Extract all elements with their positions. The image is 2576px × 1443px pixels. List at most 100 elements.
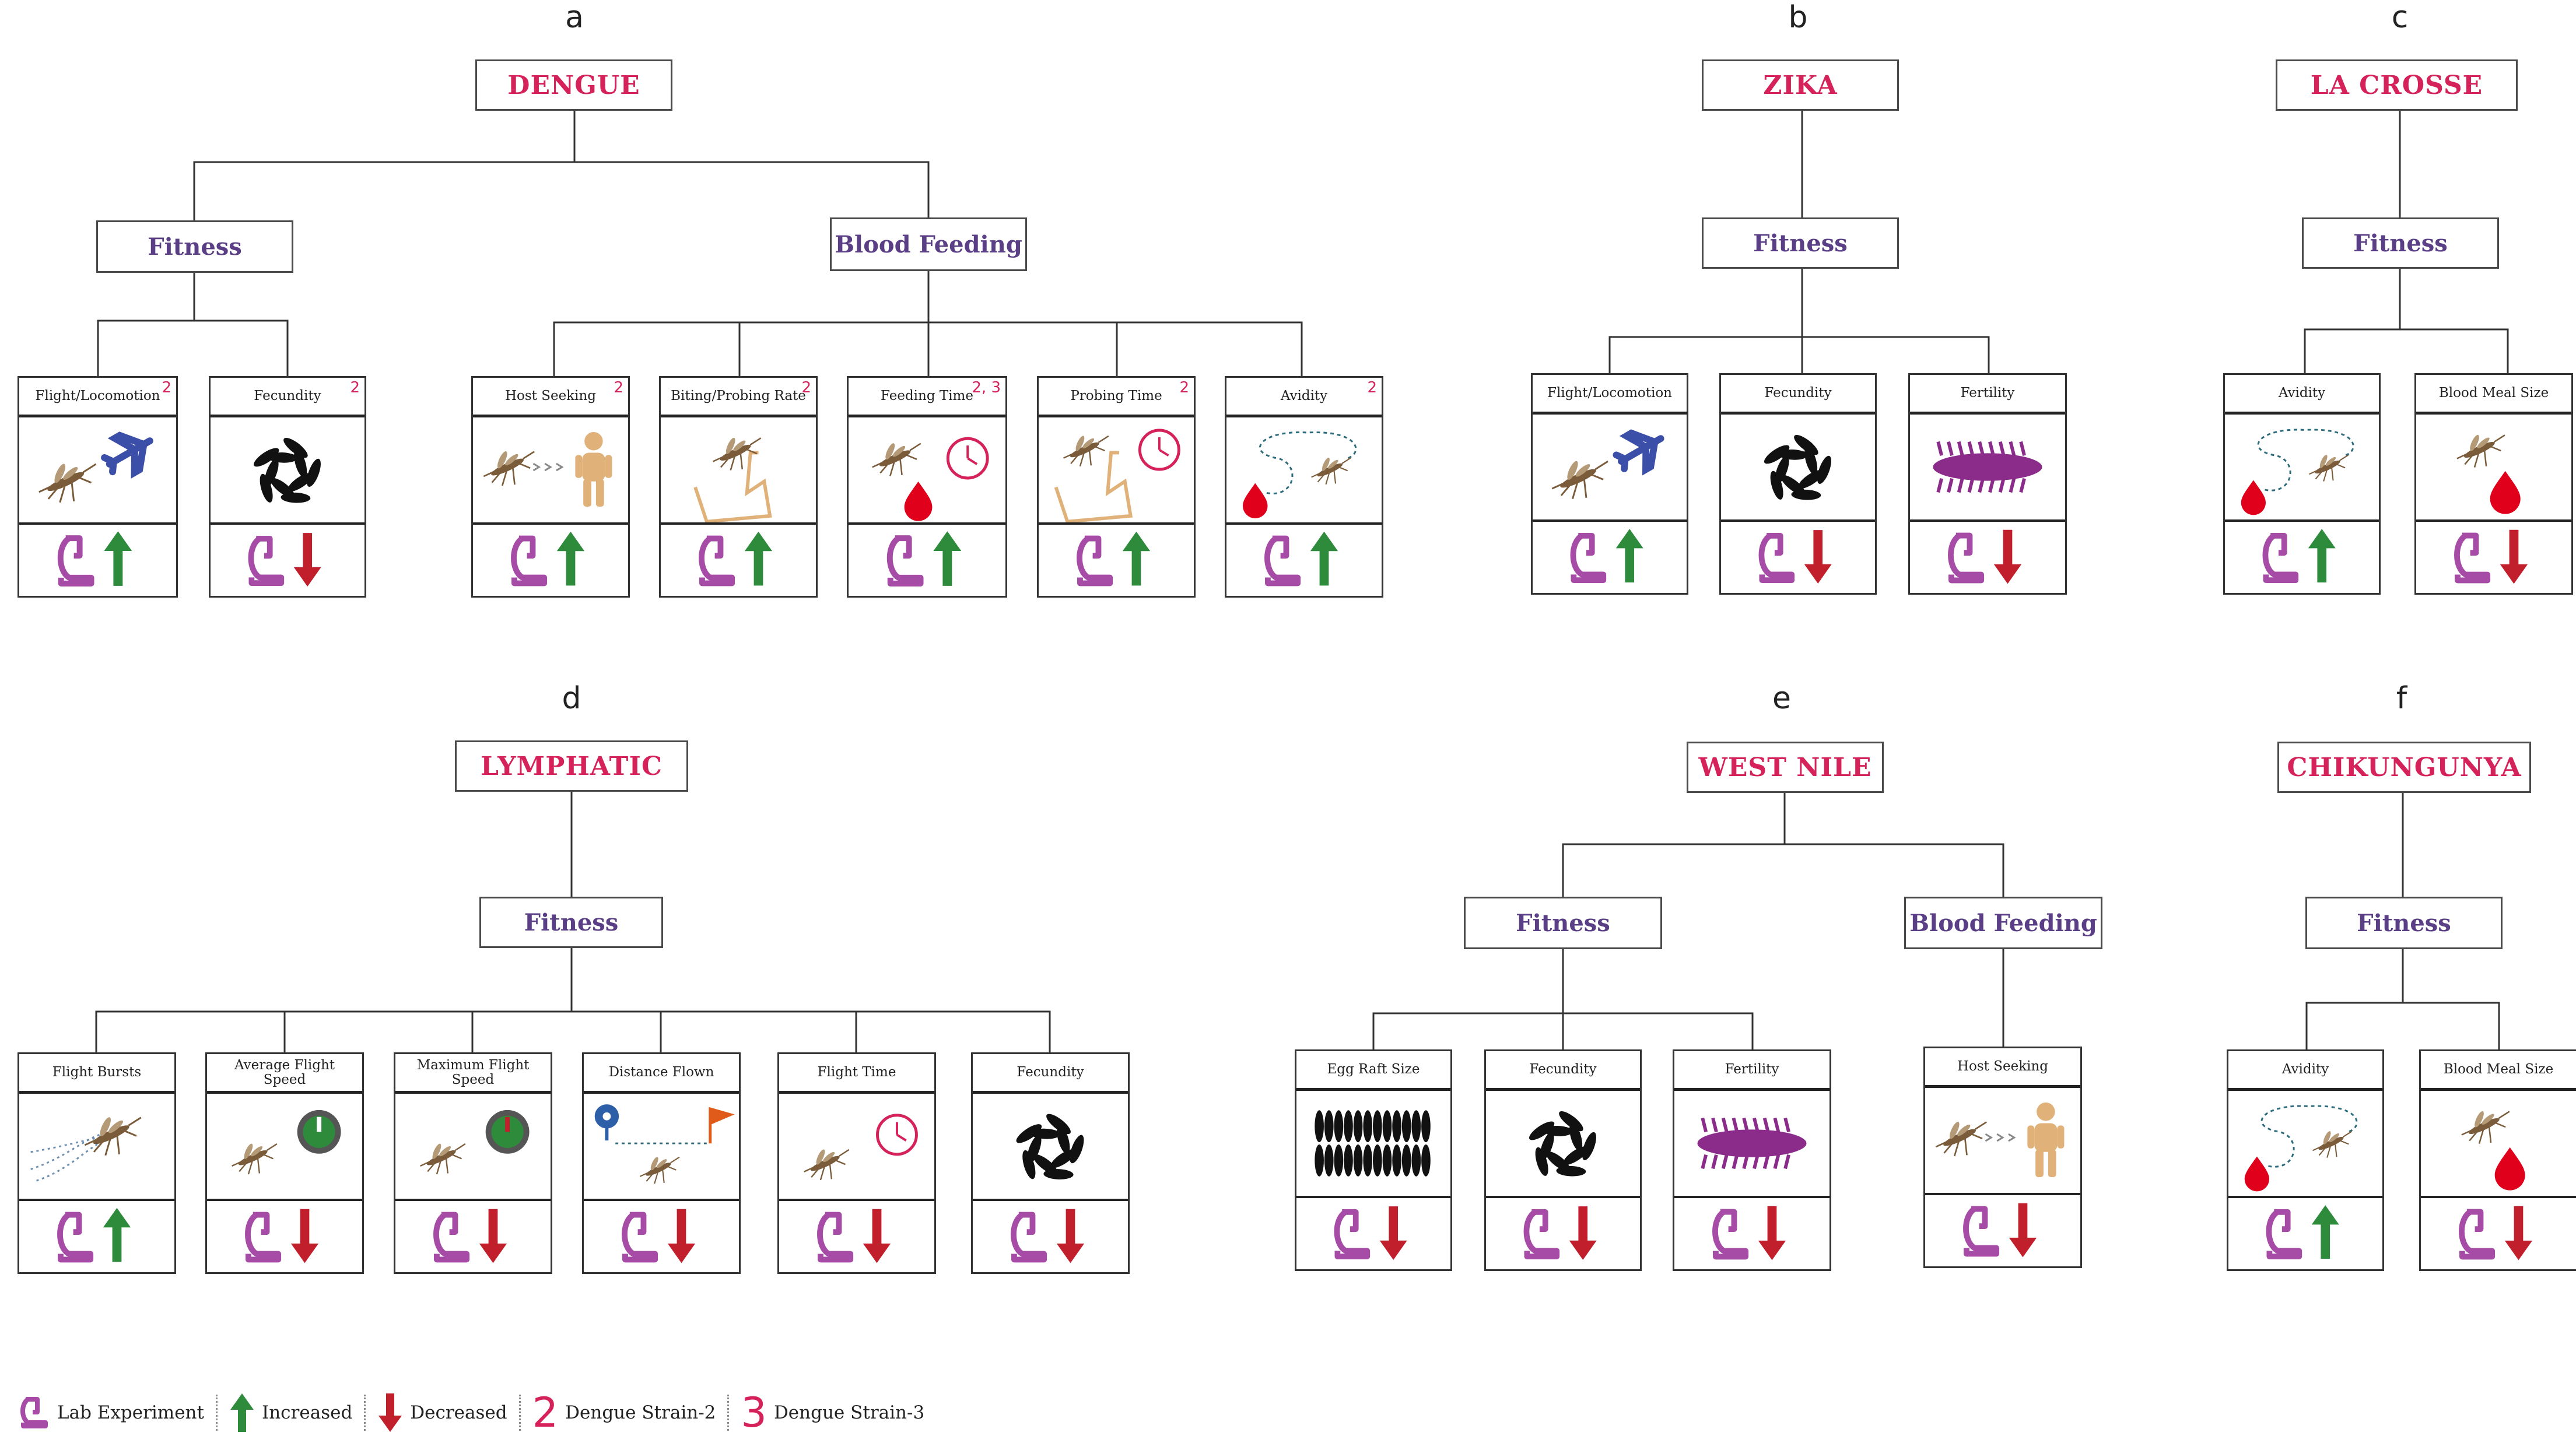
trait-box: Maximum Flight Speed: [394, 1052, 552, 1274]
microscope-icon: [699, 535, 735, 587]
trait-label: Blood Meal Size: [2416, 375, 2571, 415]
trait-illustration: [1486, 1091, 1640, 1198]
legend: Lab Experiment Increased Decreased 2 Den…: [12, 1386, 933, 1439]
trait-label: Distance Flown: [584, 1054, 739, 1094]
trait-illustration: [2421, 1091, 2576, 1198]
strain-superscript: 2, 3: [972, 379, 1001, 396]
microscope-icon: [1758, 532, 1795, 583]
trait-result: [1226, 525, 1382, 596]
category-name: Fitness: [2357, 909, 2451, 937]
category-box: Fitness: [2305, 897, 2503, 949]
result-decreased: [2454, 529, 2528, 584]
microscope-icon: [2459, 1209, 2496, 1260]
result-decreased: [248, 533, 321, 587]
arrow-down-icon: [290, 1209, 319, 1263]
category-box: Blood Feeding: [1904, 897, 2102, 949]
trait-illustration: [1721, 415, 1875, 522]
arrow-down-icon: [863, 1209, 891, 1263]
strain-superscript: 2: [1367, 379, 1377, 396]
legend-decreased-label: Decreased: [410, 1402, 507, 1423]
trait-illustration: [207, 1094, 362, 1201]
category-box: Fitness: [1702, 217, 1899, 269]
arrow-down-icon: [1056, 1209, 1085, 1263]
larva-icon: [1697, 1117, 1807, 1170]
result-increased: [2262, 529, 2336, 583]
panel-letter: c: [2391, 0, 2409, 35]
eggs-icon: [1529, 1111, 1596, 1177]
trait-box: Fertility: [1673, 1049, 1831, 1271]
trait-illustration: [2228, 1091, 2382, 1198]
result-decreased: [1523, 1206, 1597, 1260]
arrow-down-icon: [1569, 1206, 1597, 1260]
trait-result: [584, 1201, 739, 1272]
trait-result: [395, 1201, 551, 1272]
arrow-up-icon: [2311, 1205, 2339, 1259]
trait-box: Egg Raft Size: [1295, 1049, 1452, 1271]
trait-illustration: [1674, 1091, 1830, 1198]
microscope-icon: [248, 535, 285, 586]
strain-superscript: 2: [162, 379, 171, 396]
trait-illustration: [1226, 417, 1382, 525]
trait-illustration: [779, 1094, 934, 1201]
mosquito-clock-icon: [804, 1114, 918, 1181]
microscope-icon: [1334, 1209, 1371, 1259]
trait-label: Fertility: [1910, 375, 2065, 415]
legend-strain3-number: 3: [741, 1389, 767, 1437]
microscope-icon: [1077, 535, 1113, 587]
strain-superscript: 2: [1179, 379, 1189, 396]
result-decreased: [245, 1209, 319, 1263]
trait-illustration: [1910, 415, 2065, 522]
trait-illustration: [1925, 1088, 2080, 1195]
trait-result: [849, 525, 1005, 596]
result-decreased: [2459, 1206, 2533, 1261]
virus-title: LYMPHATIC: [455, 740, 688, 792]
trait-box: Fertility: [1908, 373, 2067, 595]
trait-label: Egg Raft Size: [1296, 1051, 1450, 1091]
mosquito-distance-icon: [594, 1104, 735, 1184]
virus-title: DENGUE: [475, 59, 672, 111]
trait-label: Fecundity: [1721, 375, 1875, 415]
microscope-icon: [1948, 532, 1985, 584]
trait-box: Flight Bursts: [17, 1052, 176, 1274]
trait-illustration: [19, 417, 176, 525]
virus-name: ZIKA: [1763, 70, 1838, 100]
category-box: Blood Feeding: [830, 217, 1027, 271]
category-name: Fitness: [148, 233, 242, 261]
panel-letter: f: [2396, 681, 2407, 716]
arrow-down-icon: [2504, 1206, 2533, 1261]
strain-superscript: 2: [614, 379, 623, 396]
result-increased: [1570, 529, 1643, 583]
legend-strain3-label: Dengue Strain-3: [773, 1402, 925, 1423]
arrow-up-icon: [230, 1393, 254, 1432]
arrow-up-icon: [1310, 531, 1338, 586]
microscope-icon: [622, 1212, 658, 1263]
arrow-up-icon: [744, 531, 773, 586]
legend-increased: Increased: [221, 1392, 360, 1433]
result-decreased: [817, 1209, 891, 1263]
microscope-icon: [245, 1212, 282, 1263]
virus-name: LYMPHATIC: [481, 751, 663, 781]
microscope-icon: [2266, 1209, 2302, 1259]
legend-increased-label: Increased: [261, 1402, 353, 1423]
eggs-icon: [1016, 1114, 1084, 1179]
trait-label: Fertility: [1674, 1051, 1830, 1091]
microscope-icon: [2262, 532, 2299, 583]
trait-illustration: [1296, 1091, 1450, 1198]
trait-label: Biting/Probing Rate: [661, 378, 816, 417]
result-decreased: [1334, 1206, 1407, 1260]
trait-result: [2225, 522, 2379, 593]
microscope-icon: [1570, 532, 1607, 583]
trait-result: [1533, 522, 1687, 593]
trait-result: [19, 1201, 174, 1272]
result-increased: [886, 531, 962, 587]
category-name: Fitness: [524, 908, 619, 936]
result-decreased: [1948, 529, 2022, 584]
arrow-down-icon: [1804, 530, 1832, 584]
eggs-icon: [253, 437, 321, 503]
trait-result: [661, 525, 816, 596]
virus-name: DENGUE: [507, 70, 640, 100]
result-increased: [1264, 531, 1338, 587]
arrow-up-icon: [103, 1207, 131, 1262]
mosquito-skin-icon: [693, 437, 772, 524]
